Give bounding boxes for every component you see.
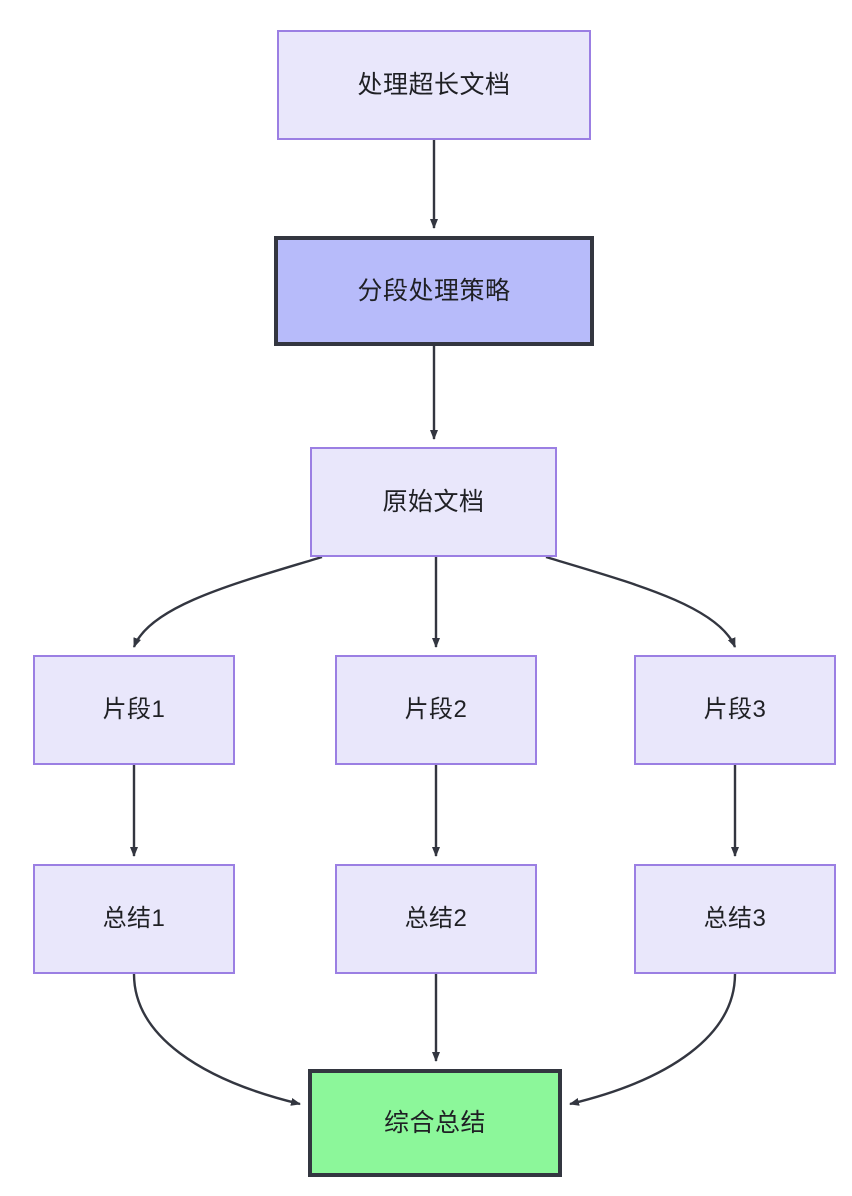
node-label: 片段3 bbox=[703, 695, 767, 723]
edge-n3-n6 bbox=[545, 555, 737, 648]
node-summary-3[interactable]: 总结3 bbox=[634, 864, 836, 974]
node-comprehensive-summary[interactable]: 综合总结 bbox=[308, 1069, 562, 1177]
node-label: 总结2 bbox=[404, 904, 468, 932]
node-original-document[interactable]: 原始文档 bbox=[310, 447, 557, 557]
node-fragment-3[interactable]: 片段3 bbox=[634, 655, 836, 765]
node-summary-1[interactable]: 总结1 bbox=[33, 864, 235, 974]
node-chunking-strategy[interactable]: 分段处理策略 bbox=[274, 236, 594, 346]
edge-n7-n10 bbox=[132, 973, 301, 1106]
node-fragment-1[interactable]: 片段1 bbox=[33, 655, 235, 765]
edge-n3-n4 bbox=[132, 555, 323, 648]
node-fragment-2[interactable]: 片段2 bbox=[335, 655, 537, 765]
node-label: 原始文档 bbox=[382, 488, 485, 516]
node-label: 片段2 bbox=[404, 695, 468, 723]
node-summary-2[interactable]: 总结2 bbox=[335, 864, 537, 974]
node-process-long-document[interactable]: 处理超长文档 bbox=[277, 30, 591, 140]
node-label: 总结3 bbox=[703, 904, 767, 932]
node-label: 总结1 bbox=[102, 904, 166, 932]
node-label: 综合总结 bbox=[383, 1109, 486, 1137]
node-label: 片段1 bbox=[102, 695, 166, 723]
node-label: 处理超长文档 bbox=[357, 71, 511, 99]
edge-n9-n10 bbox=[569, 973, 737, 1106]
node-label: 分段处理策略 bbox=[357, 277, 511, 305]
